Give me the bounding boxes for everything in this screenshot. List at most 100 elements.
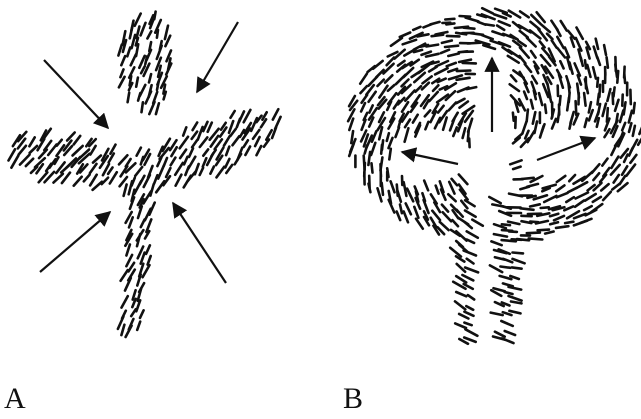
hatch-stroke: [527, 38, 536, 47]
hatch-stroke: [622, 123, 625, 131]
hatch-stroke: [351, 131, 353, 143]
hatch-stroke: [530, 204, 540, 206]
hatch-stroke: [438, 106, 444, 113]
hatch-stroke: [527, 184, 538, 187]
hatch-stroke: [369, 92, 376, 102]
hatch-stroke: [585, 60, 586, 68]
hatch-stroke: [157, 82, 159, 90]
hatch-stroke: [90, 146, 95, 155]
hatch-stroke: [180, 150, 186, 159]
hatch-stroke: [148, 256, 151, 265]
hatch-stroke: [400, 33, 410, 38]
hatch-stroke: [405, 128, 409, 142]
hatch-stroke: [613, 93, 614, 104]
hatch-stroke: [171, 158, 176, 166]
hatch-stroke: [137, 27, 140, 39]
hatch-stroke: [154, 175, 157, 184]
hatch-stroke: [436, 32, 448, 35]
hatch-stroke: [131, 309, 136, 316]
arrow-upper-right: [197, 22, 238, 92]
hatch-stroke: [413, 115, 418, 123]
hatch-stroke: [157, 158, 161, 167]
hatch-stroke: [464, 312, 473, 316]
panel-a-plant: [9, 12, 281, 337]
hatch-stroke: [550, 222, 558, 224]
hatch-stroke: [149, 102, 154, 114]
hatch-stroke: [557, 48, 565, 58]
hatch-stroke: [124, 185, 127, 196]
hatch-stroke: [624, 155, 628, 162]
hatch-stroke: [448, 194, 455, 201]
arrow-lower-left: [40, 212, 110, 272]
hatch-stroke: [585, 79, 588, 93]
hatch-stroke: [545, 232, 554, 234]
hatch-stroke: [629, 111, 632, 123]
hatch-stroke: [598, 94, 599, 105]
hatch-stroke: [121, 270, 128, 281]
hatch-stroke: [362, 120, 366, 130]
hatch-stroke: [576, 193, 588, 199]
hatch-stroke: [447, 36, 460, 37]
hatch-stroke: [157, 30, 158, 38]
hatch-stroke: [84, 175, 90, 182]
hatch-stroke: [467, 231, 478, 237]
hatch-stroke: [522, 178, 534, 179]
hatch-stroke: [561, 21, 567, 31]
hatch-stroke: [560, 61, 563, 68]
hatch-stroke: [482, 35, 493, 39]
hatch-stroke: [369, 105, 372, 112]
hatch-stroke: [119, 77, 125, 88]
hatch-stroke: [165, 26, 168, 39]
hatch-stroke: [121, 56, 125, 65]
hatch-stroke: [494, 234, 507, 237]
hatch-stroke: [93, 182, 102, 190]
hatch-stroke: [391, 181, 395, 192]
hatch-stroke: [369, 184, 371, 193]
hatch-stroke: [422, 52, 431, 55]
hatch-stroke: [146, 245, 150, 254]
hatch-stroke: [74, 136, 81, 145]
hatch-stroke: [452, 179, 458, 185]
hatch-stroke: [607, 89, 610, 101]
hatch-stroke: [567, 98, 569, 111]
hatch-stroke: [509, 231, 517, 232]
hatch-stroke: [513, 259, 525, 263]
hatch-stroke: [463, 63, 476, 64]
hatch-stroke: [128, 93, 130, 103]
hatch-stroke: [629, 123, 631, 132]
hatch-stroke: [406, 203, 411, 214]
hatch-stroke: [570, 121, 572, 129]
hatch-stroke: [453, 127, 457, 136]
hatch-stroke: [447, 63, 456, 66]
hatch-stroke: [575, 201, 584, 207]
hatch-stroke: [435, 68, 448, 74]
hatch-stroke: [557, 176, 566, 182]
hatch-stroke: [224, 136, 230, 146]
hatch-stroke: [137, 234, 140, 246]
hatch-stroke: [200, 168, 203, 175]
hatch-stroke: [273, 109, 279, 119]
hatch-stroke: [245, 147, 250, 156]
hatch-stroke: [452, 220, 458, 226]
hatch-stroke: [615, 100, 619, 111]
hatch-stroke: [552, 119, 556, 129]
hatch-stroke: [448, 54, 459, 57]
hatch-stroke: [501, 321, 513, 326]
hatch-stroke: [11, 156, 18, 168]
hatch-stroke: [193, 123, 198, 131]
hatch-stroke: [620, 111, 623, 123]
hatch-stroke: [135, 14, 141, 26]
hatch-stroke: [39, 150, 47, 159]
hatch-stroke: [129, 181, 132, 194]
hatch-stroke: [577, 28, 583, 39]
hatch-stroke: [593, 67, 596, 78]
hatch-stroke: [443, 118, 447, 130]
hatch-stroke: [456, 99, 464, 103]
hatch-stroke: [198, 127, 203, 140]
hatch-stroke: [225, 159, 229, 168]
hatch-stroke: [491, 313, 503, 316]
hatch-stroke: [520, 56, 526, 63]
hatch-stroke: [508, 222, 519, 225]
hatch-stroke: [455, 301, 465, 309]
hatch-stroke: [175, 163, 183, 175]
